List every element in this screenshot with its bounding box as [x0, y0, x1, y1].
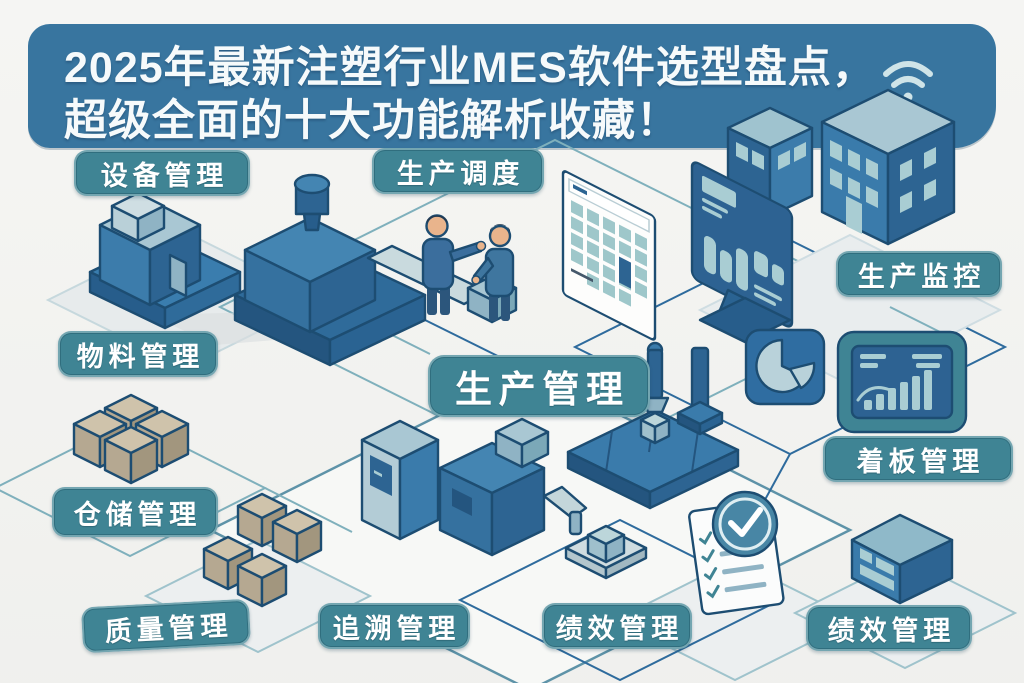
- label-badge-traceability: 追溯管理: [318, 603, 470, 649]
- schedule-board-icon: [561, 170, 657, 341]
- injection-molding-machine-icon: [233, 173, 518, 367]
- label-badge-scheduling: 生产调度: [372, 148, 544, 194]
- pallet-boxes-icon: [202, 492, 323, 608]
- label-badge-quality: 质量管理: [80, 598, 252, 654]
- label-badge-performance-a: 绩效管理: [542, 603, 692, 649]
- title-banner: 2025年最新注塑行业MES软件选型盘点， 超级全面的十大功能解析收藏！: [28, 24, 996, 148]
- label-badge-warehouse: 仓储管理: [52, 487, 218, 537]
- cnc-machine-icon: [88, 191, 335, 345]
- dashboard-icon: [836, 330, 968, 434]
- label-badge-material: 物料管理: [58, 331, 218, 377]
- carton-boxes-icon: [72, 393, 190, 485]
- label-badge-performance-b: 绩效管理: [806, 605, 972, 651]
- label-badge-equipment: 设备管理: [74, 150, 250, 196]
- kanban-board-icon: [850, 513, 954, 605]
- pie-chart-icon: [744, 328, 826, 406]
- title-line-2: 超级全面的十大功能解析收藏！: [64, 97, 680, 145]
- workers-icon: [421, 214, 515, 321]
- label-badge-kanban: 着板管理: [823, 436, 1013, 482]
- label-badge-monitoring: 生产监控: [836, 251, 1002, 297]
- monitor-chart-icon: [690, 161, 794, 344]
- label-badge-production: 生产管理: [428, 355, 650, 417]
- title-line-1: 2025年最新注塑行业MES软件选型盘点，: [64, 44, 876, 92]
- checklist-icon: [688, 490, 785, 616]
- production-line-icon: [360, 417, 648, 580]
